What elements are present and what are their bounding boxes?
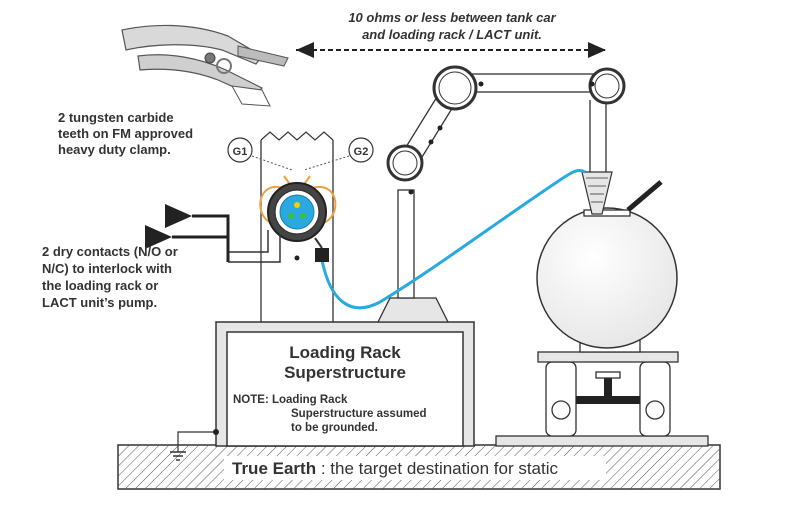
tank-clamp — [581, 171, 613, 215]
monitor-unit — [228, 175, 337, 263]
superstructure-note-line3: to be grounded. — [291, 422, 378, 434]
clamp-note-line3: heavy duty clamp. — [58, 142, 171, 157]
grounding-cable — [320, 168, 586, 310]
dimension-note-line1: 10 ohms or less between tank car — [348, 10, 556, 25]
indicator-callouts: G1 G2 — [227, 137, 374, 171]
superstructure-note-line1: NOTE: Loading Rack — [233, 394, 348, 406]
contacts-note-line1: 2 dry contacts (N/O or — [42, 244, 178, 259]
dry-contact-arrows — [145, 204, 230, 262]
contacts-note-line4: LACT unit’s pump. — [42, 295, 157, 310]
clamp-illustration — [121, 24, 289, 107]
g2-label: G2 — [354, 146, 369, 158]
loading-rack-superstructure: Loading Rack Superstructure NOTE: Loadin… — [215, 321, 475, 447]
ground-wire — [170, 429, 219, 461]
contacts-note-line3: the loading rack or — [42, 278, 158, 293]
clamp-note-line1: 2 tungsten carbide — [58, 110, 174, 125]
svg-text:True Earth : the target destin: True Earth : the target destination for … — [232, 459, 559, 478]
dimension-note-line2: and loading rack / LACT unit. — [362, 27, 542, 42]
contacts-note: 2 dry contacts (N/O or N/C) to interlock… — [42, 244, 178, 310]
superstructure-title-line1: Loading Rack — [289, 343, 401, 362]
earth-label-rest: : the target destination for static — [316, 459, 558, 478]
tank-car — [495, 180, 709, 447]
g1-label: G1 — [233, 146, 248, 158]
contacts-note-line2: N/C) to interlock with — [42, 261, 172, 276]
true-earth-slab: True Earth : the target destination for … — [117, 444, 721, 490]
superstructure-note-line2: Superstructure assumed — [291, 408, 427, 420]
superstructure-title-line2: Superstructure — [284, 363, 406, 382]
dimension-note: 10 ohms or less between tank car and loa… — [296, 10, 606, 58]
earth-label-bold: True Earth — [232, 459, 316, 478]
loading-arm — [376, 65, 626, 323]
clamp-note: 2 tungsten carbide teeth on FM approved … — [58, 110, 193, 157]
clamp-note-line2: teeth on FM approved — [58, 126, 193, 141]
